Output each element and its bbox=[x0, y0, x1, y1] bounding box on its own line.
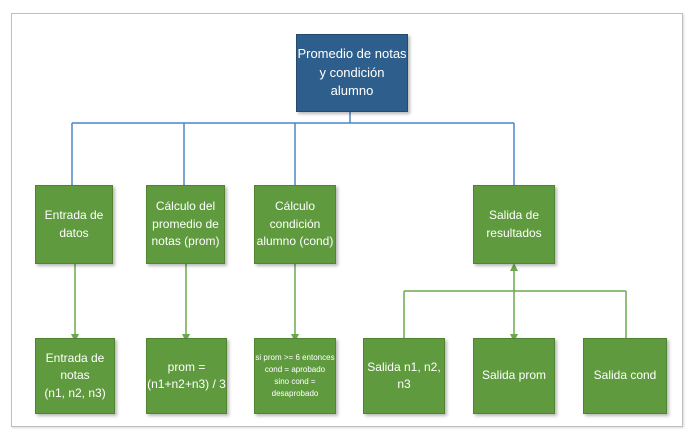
node-text-line: condición bbox=[269, 216, 321, 231]
node-text-line: Salida prom bbox=[481, 368, 547, 383]
node-text-line: resultados bbox=[486, 225, 542, 240]
node-text-line: (n1+n2+n3) / 3 bbox=[147, 377, 226, 391]
root-node: Promedio de notas y condición alumno bbox=[296, 34, 408, 112]
node-text-line: Cálculo bbox=[274, 199, 316, 214]
node-text-line: cond = aprobado bbox=[264, 365, 326, 374]
node-text-line: Cálculo del bbox=[155, 199, 216, 214]
root-line-2: y condición alumno bbox=[319, 64, 385, 99]
node-text-line: datos bbox=[59, 225, 89, 240]
node-entrada-notas: Entrada de notas (n1, n2, n3) bbox=[35, 338, 115, 414]
root-line-1: Promedio de notas bbox=[297, 45, 407, 61]
node-text-line: desaprobado bbox=[271, 389, 319, 398]
node-text-line: si prom >= 6 entonces bbox=[255, 353, 335, 362]
node-text-line: Salida de bbox=[488, 208, 540, 223]
node-prom-formula: prom = (n1+n2+n3) / 3 bbox=[146, 338, 227, 414]
node-salida-resultados: Salida de resultados bbox=[473, 185, 555, 264]
node-text-line: prom = bbox=[167, 359, 206, 374]
node-salida-prom: Salida prom bbox=[473, 338, 555, 414]
node-text-line: Salida n1, n2, n3 bbox=[367, 359, 441, 391]
node-cond-rule: si prom >= 6 entonces cond = aprobado si… bbox=[254, 338, 336, 414]
node-text-line: Salida cond bbox=[593, 368, 657, 383]
node-salida-n1-n2-n3: Salida n1, n2, n3 bbox=[363, 338, 445, 414]
node-text-line: promedio de bbox=[152, 216, 219, 231]
node-text-line: Entrada de notas bbox=[45, 350, 105, 383]
node-text-line: (n1, n2, n3) bbox=[44, 385, 106, 400]
node-text-line: Entrada de bbox=[44, 208, 104, 223]
node-calculo-condicion: Cálculo condición alumno (cond) bbox=[254, 185, 336, 264]
node-entrada-datos: Entrada de datos bbox=[35, 185, 113, 264]
node-text-line: alumno (cond) bbox=[256, 234, 334, 249]
node-salida-cond: Salida cond bbox=[583, 338, 667, 414]
node-text-line: sino cond = bbox=[274, 377, 316, 386]
node-text-line: notas (prom) bbox=[151, 234, 220, 249]
node-calculo-promedio: Cálculo del promedio de notas (prom) bbox=[146, 185, 225, 264]
